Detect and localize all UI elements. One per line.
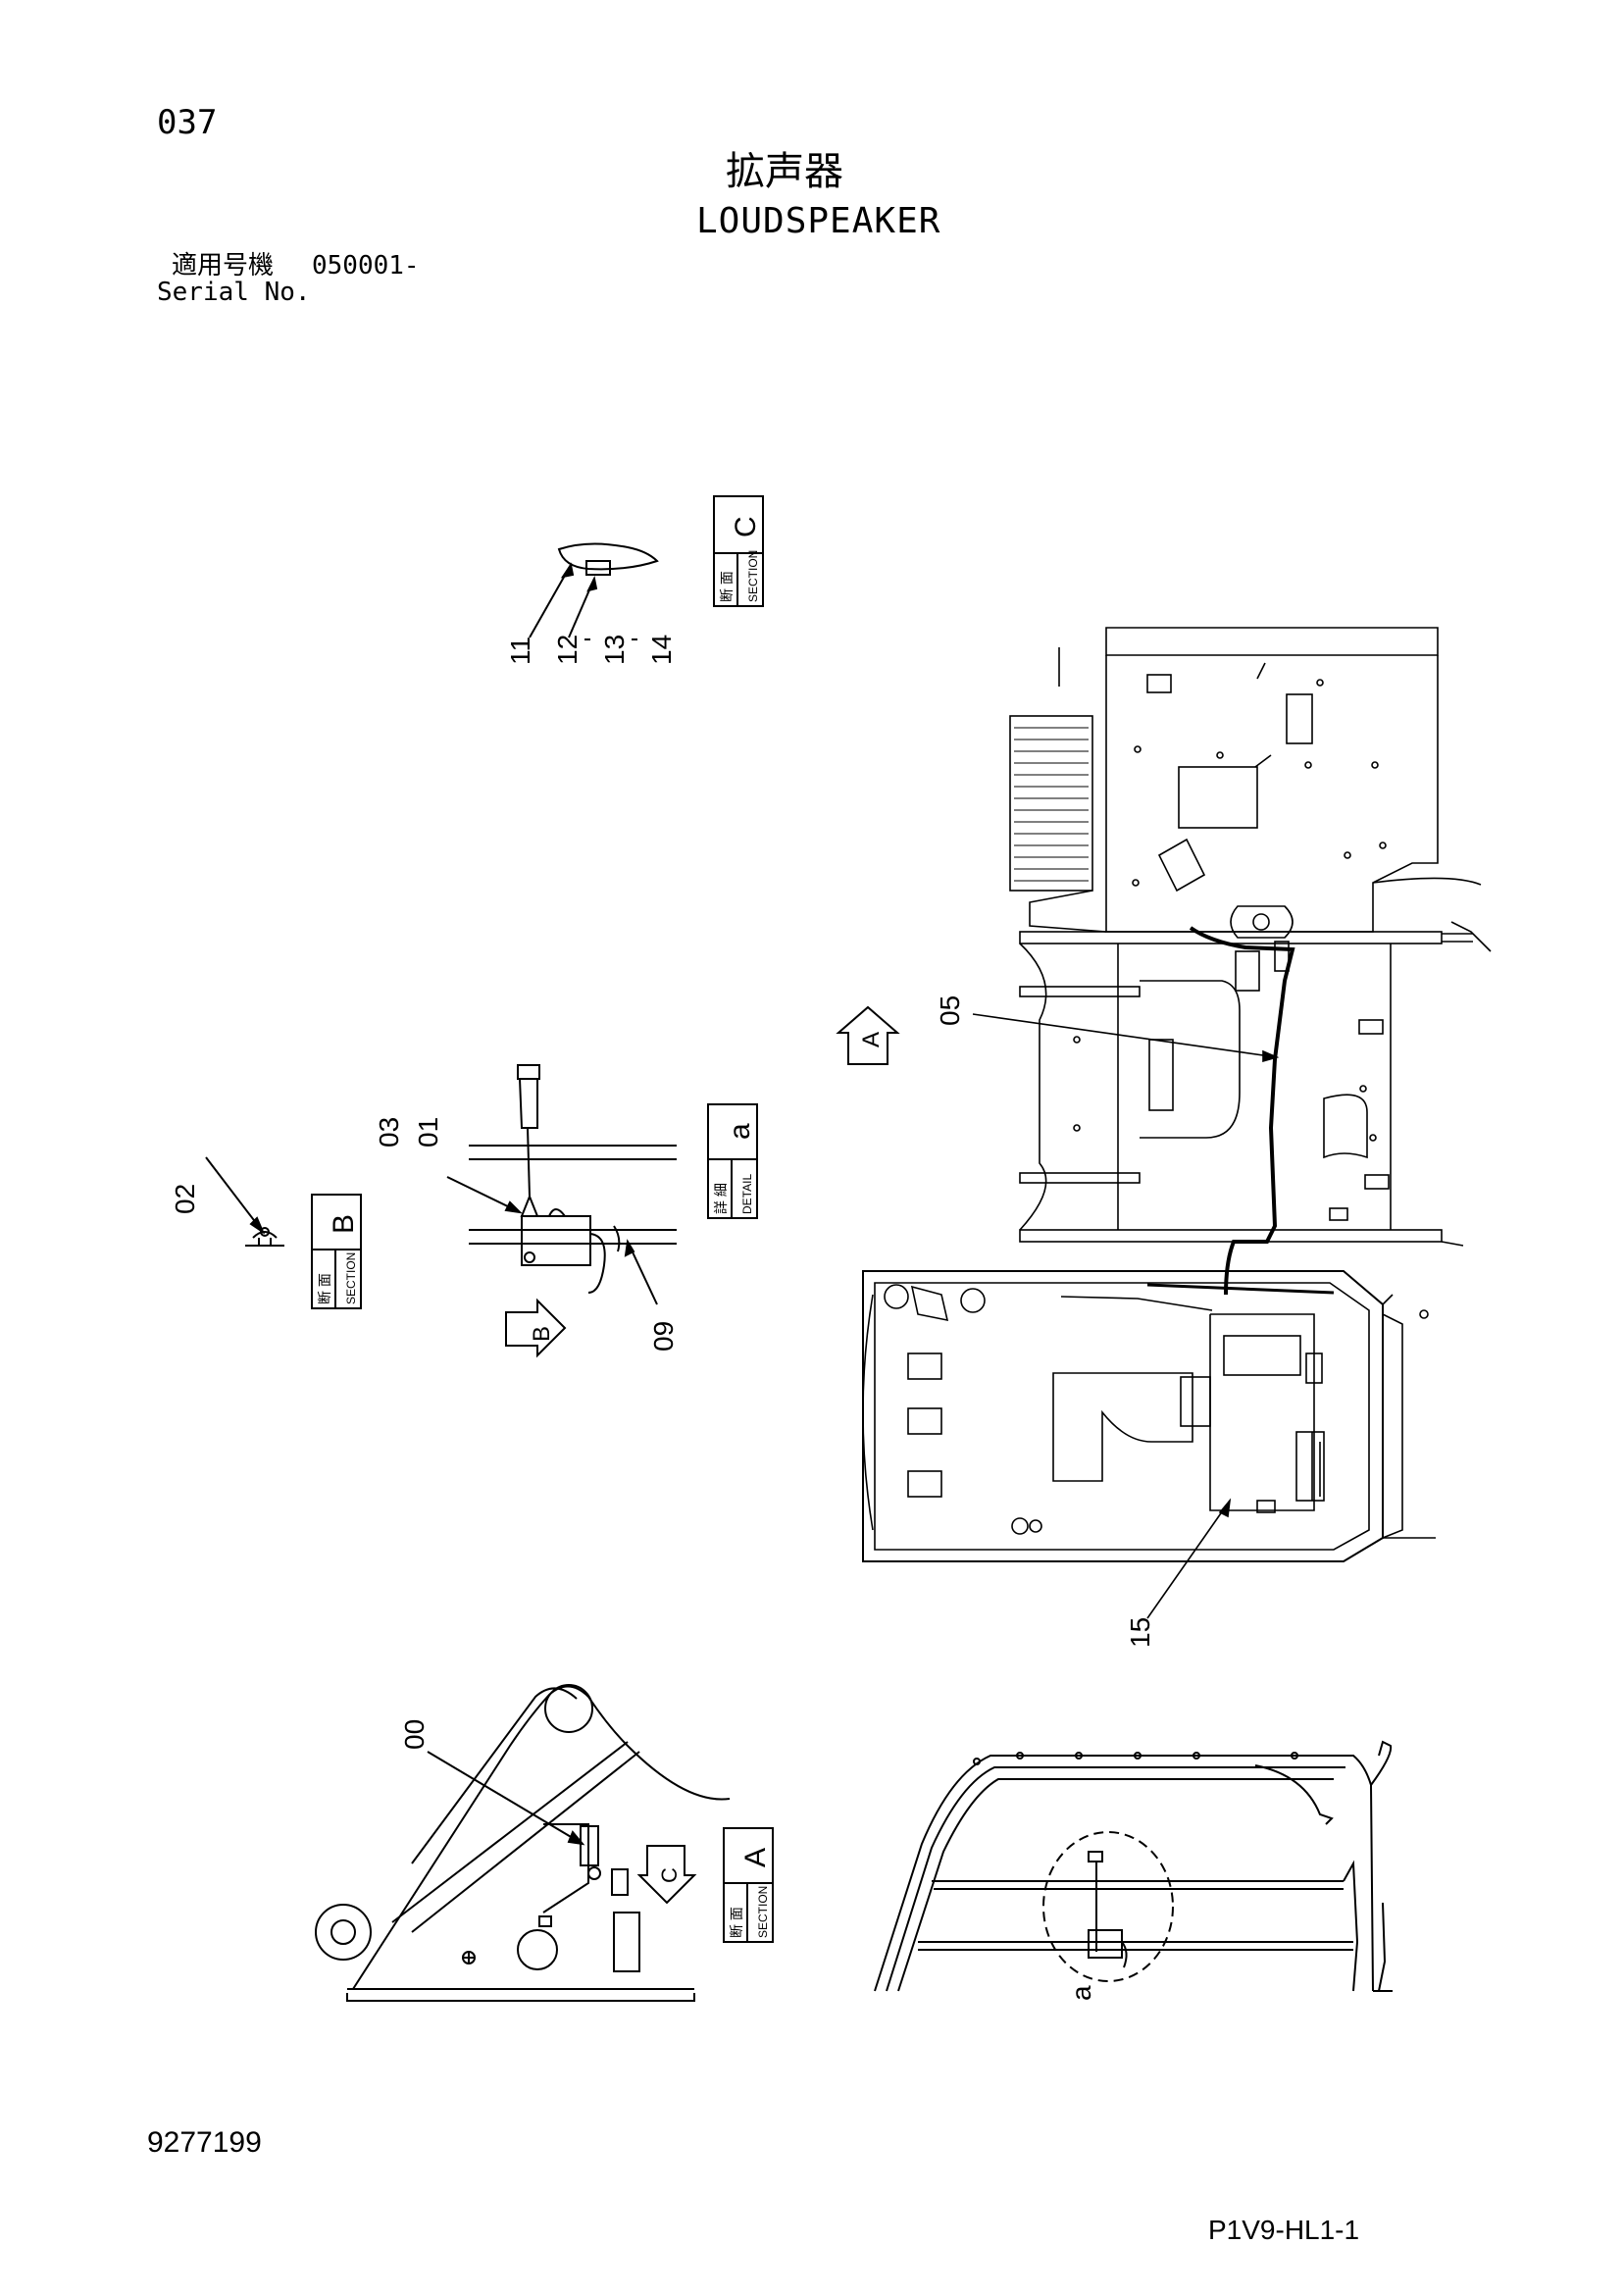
callout-09: 09 — [648, 1321, 679, 1352]
section-c-label-en: SECTION — [746, 550, 760, 602]
callout-03: 03 — [374, 1117, 404, 1148]
sheet-code: P1V9-HL1-1 — [1208, 2215, 1360, 2245]
callout-02: 02 — [170, 1184, 200, 1214]
section-c-label-ja: 断 面 — [719, 571, 735, 602]
arrow-c-letter: C — [657, 1867, 682, 1883]
page-title: LOUDSPEAKER — [696, 201, 941, 241]
arrow-a-letter: A — [858, 1032, 885, 1047]
arrow-b-letter: B — [529, 1326, 555, 1342]
section-b-view: 02 B 断 面 SECTION B — [170, 1156, 567, 1358]
arrow-a-view: A — [836, 1005, 900, 1065]
section-a-letter: A — [739, 1848, 772, 1867]
callout-14: 14 — [646, 635, 677, 665]
section-a-view: 00 C A 断 面 SECTION — [315, 1684, 774, 2002]
callout-12: 12 — [552, 635, 583, 665]
section-a-label-en: SECTION — [756, 1886, 770, 1938]
section-c-view: 11 12 13 14 C 断 面 SECTION — [505, 495, 764, 665]
page-number: 037 — [157, 103, 218, 142]
section-b-letter: B — [328, 1214, 360, 1234]
cab-frame-view: a — [874, 1740, 1393, 2001]
section-b-label-en: SECTION — [344, 1252, 358, 1304]
serial-label-english: Serial No. — [157, 278, 311, 307]
section-c-letter: C — [730, 516, 762, 537]
callout-05: 05 — [935, 995, 965, 1026]
detail-a-label-ja: 詳 細 — [713, 1183, 729, 1214]
callout-11: 11 — [505, 637, 535, 665]
serial-number-value: 050001- — [312, 251, 420, 281]
callout-13: 13 — [599, 635, 630, 665]
section-a-label-ja: 断 面 — [729, 1907, 744, 1938]
callout-00: 00 — [399, 1719, 430, 1750]
serial-label-japanese: 適用号機 — [172, 251, 275, 281]
document-number: 9277199 — [147, 2126, 262, 2159]
detail-a-label-en: DETAIL — [740, 1174, 754, 1214]
detail-a-marker: a — [1066, 1985, 1096, 2001]
main-plan-view: 05 15 — [862, 627, 1492, 1648]
callout-15: 15 — [1125, 1617, 1155, 1648]
section-b-label-ja: 断 面 — [317, 1273, 332, 1304]
detail-a-letter: a — [724, 1123, 756, 1140]
title-japanese: 拡声器 — [726, 149, 843, 194]
callout-01: 01 — [413, 1117, 443, 1148]
detail-a-view: 03 01 09 a 詳 細 DETAIL — [374, 1064, 758, 1352]
